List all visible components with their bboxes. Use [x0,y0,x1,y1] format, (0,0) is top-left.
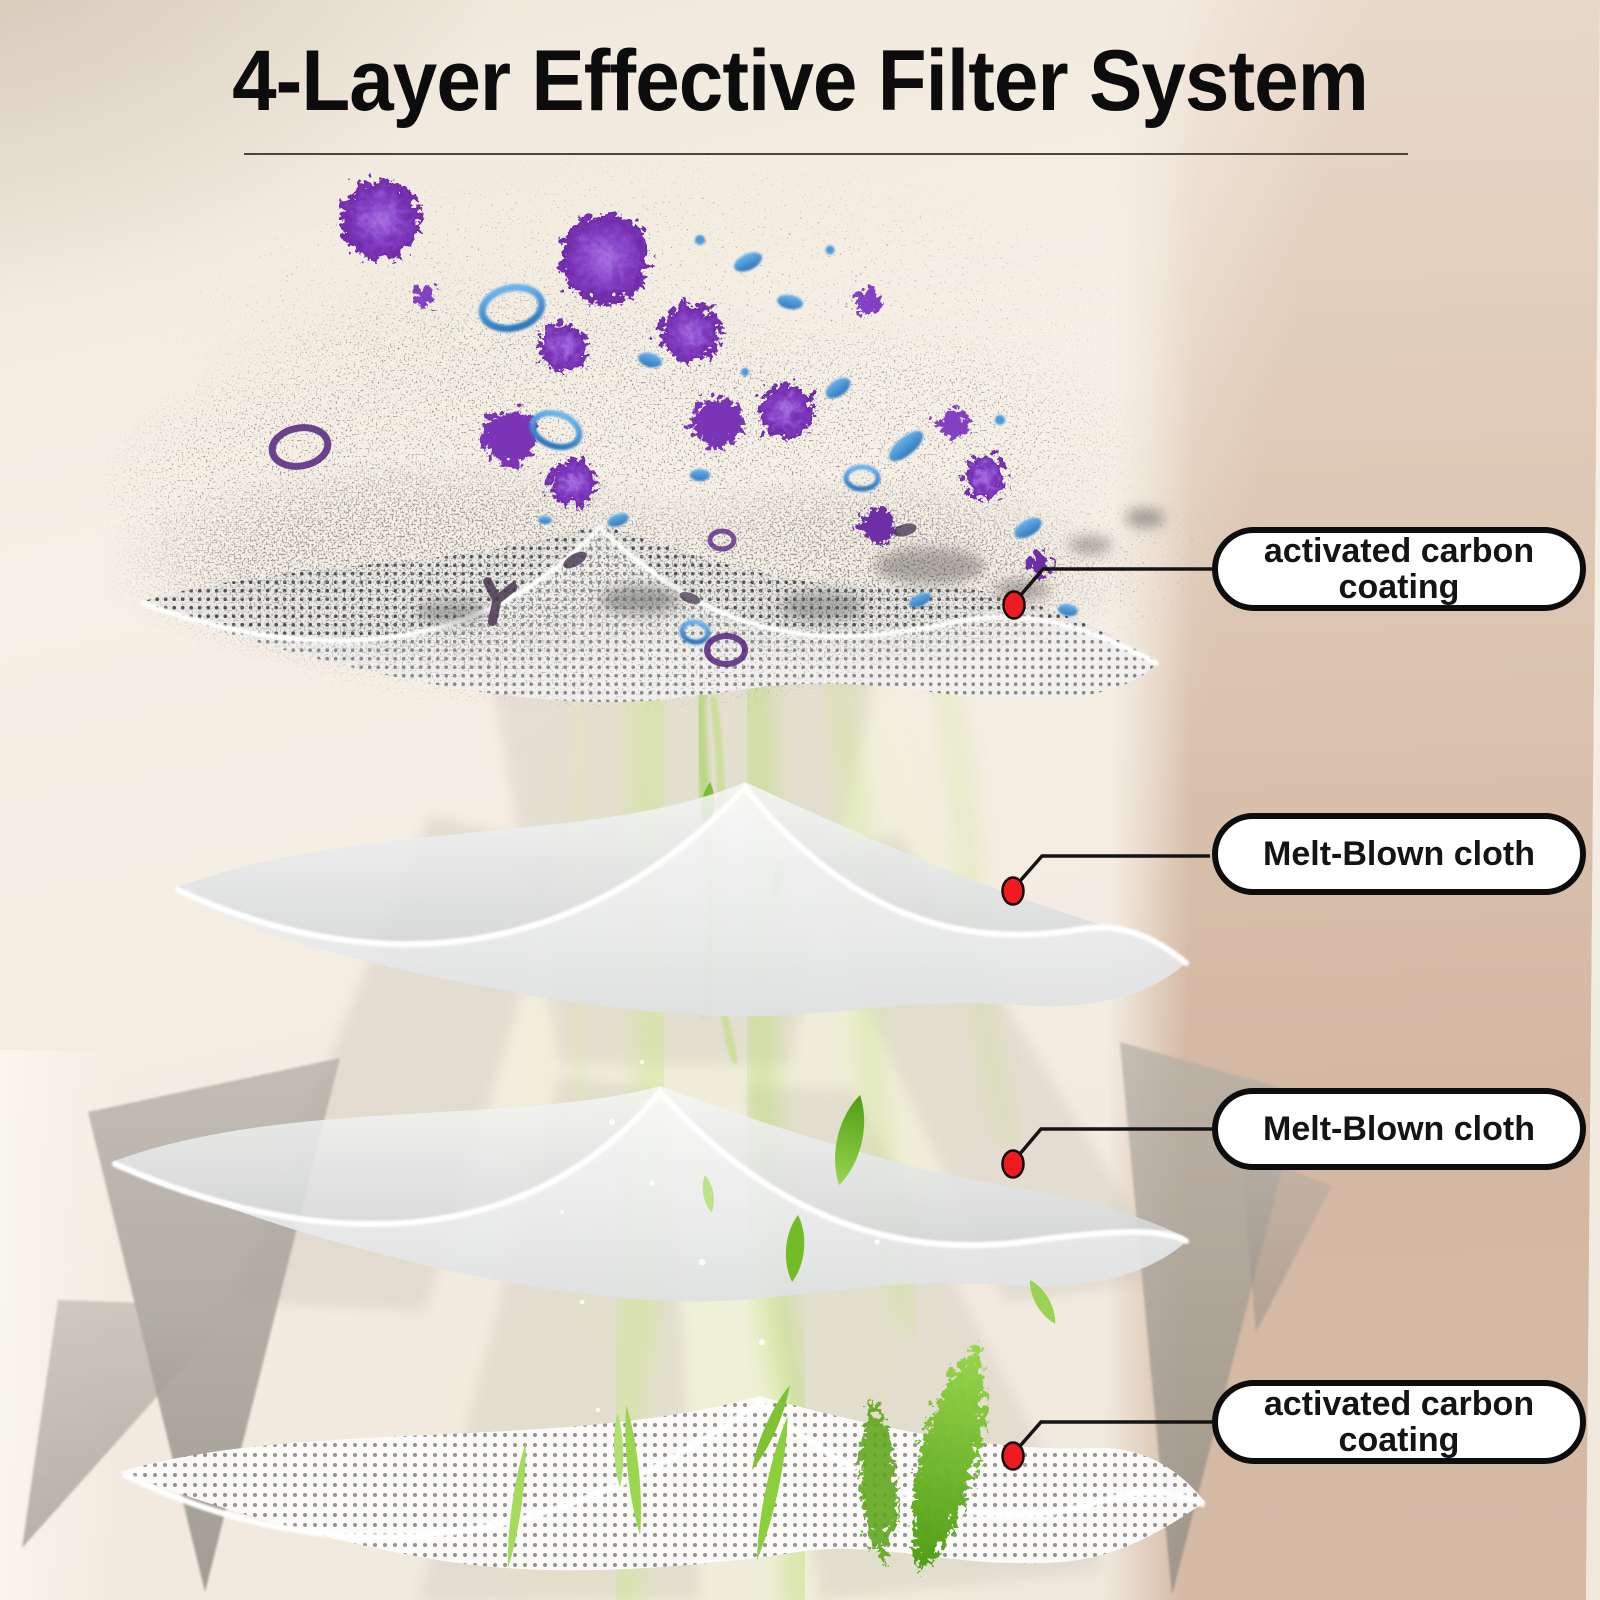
callout-melt-blown-upper: Melt-Blown cloth [1212,813,1586,895]
virus-particles [335,175,1047,572]
pointer-dot [1002,590,1026,620]
callout-activated-carbon-top: activated carbon coating [1212,527,1586,611]
y-microbe [483,577,518,627]
microbe-rings [268,424,917,667]
bacteria-particles [478,235,1078,645]
callout-label: activated carbon coating [1263,1384,1535,1459]
callout-label: activated carbon coating [1263,531,1535,606]
pointer-dot [1001,1441,1025,1471]
pointer-dots [1001,590,1026,1471]
callout-melt-blown-lower: Melt-Blown cloth [1212,1088,1586,1170]
callout-label: Melt-Blown cloth [1263,1109,1535,1148]
filter-layer-3-melt-blown [112,1086,1189,1302]
callout-label: Melt-Blown cloth [1263,834,1535,873]
filter-layer-2-melt-blown [175,782,1189,1017]
callout-activated-carbon-bottom: activated carbon coating [1212,1380,1586,1464]
dust-cloud [90,135,1250,680]
pointer-dot [1001,876,1025,906]
sparkle-dots [560,900,880,1533]
callout-connectors [1011,567,1212,1456]
pointer-dot [1001,1149,1025,1179]
page-title: 4-Layer Effective Filter System [232,33,1369,129]
